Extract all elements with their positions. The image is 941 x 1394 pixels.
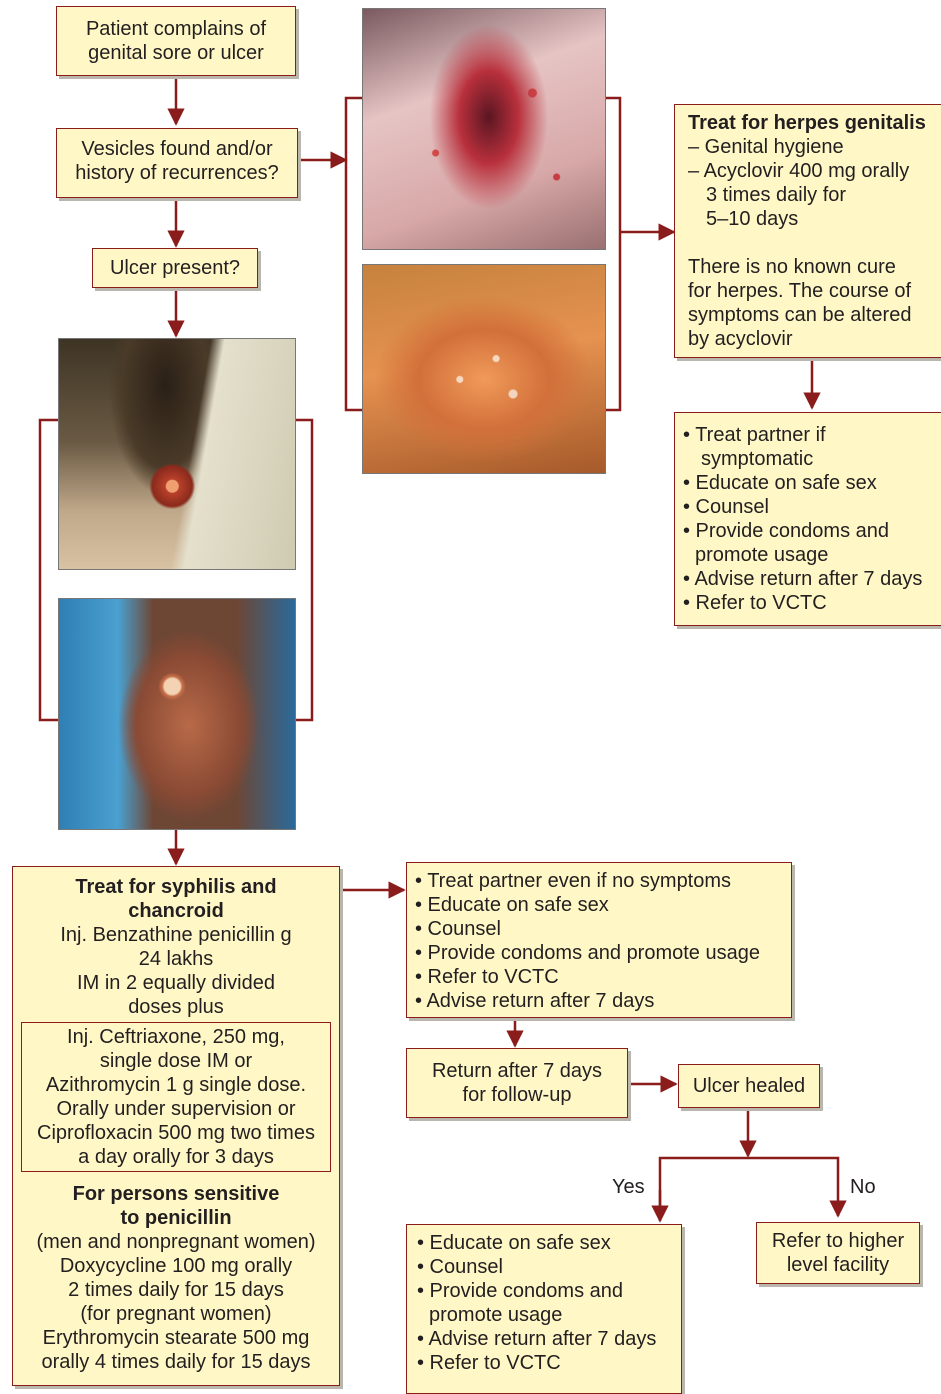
syphilis-title-1: Treat for syphilis and [13,875,339,899]
syphilis-rx1-3: IM in 2 equally divided [13,971,339,995]
start-box: Patient complains of genital sore or ulc… [56,6,296,76]
no-label: No [850,1176,876,1199]
vesicles-line-1: Vesicles found and/or [57,137,297,161]
syphilis-rx2-3: Azithromycin 1 g single dose. [26,1073,326,1097]
herpes-title: Treat for herpes genitalis [688,111,939,135]
return-line-1: Return after 7 days [407,1059,627,1083]
healed-followup-item-4: promote usage [417,1303,677,1327]
syphilis-rx2-6: a day orally for 3 days [26,1145,326,1169]
syphilis-rx2-4: Orally under supervision or [26,1097,326,1121]
herpes-followup-item-8: • Refer to VCTC [683,591,941,615]
vesicles-line-2: history of recurrences? [57,161,297,185]
herpes-followup-item-5: • Provide condoms and [683,519,941,543]
herpes-note-1: There is no known cure [688,255,939,279]
herpes-followup-item-6: promote usage [683,543,941,567]
syphilis-rx2-1: Inj. Ceftriaxone, 250 mg, [26,1025,326,1049]
herpes-cont-1: 3 times daily for [688,183,939,207]
yes-label: Yes [612,1176,645,1199]
herpes-note-3: symptoms can be altered [688,303,939,327]
ulcer-photo-1 [58,338,296,570]
ulcer-photo-2 [58,598,296,830]
herpes-note-4: by acyclovir [688,327,939,351]
return-box: Return after 7 days for follow-up [406,1048,628,1118]
return-line-2: for follow-up [407,1083,627,1107]
allergy-line-4: (for pregnant women) [13,1302,339,1326]
allergy-line-6: orally 4 times daily for 15 days [13,1350,339,1374]
herpes-followup-box: • Treat partner if symptomatic • Educate… [674,412,941,626]
ulcer-question-text: Ulcer present? [110,257,240,279]
vesicles-question-box: Vesicles found and/or history of recurre… [56,128,298,198]
allergy-line-2: Doxycycline 100 mg orally [13,1254,339,1278]
ulcer-photo-bracket-right [294,420,312,720]
syphilis-followup-item-1: • Treat partner even if no symptoms [415,869,787,893]
syphilis-followup-item-6: • Advise return after 7 days [415,989,787,1013]
yes-no-branch [660,1158,838,1220]
herpes-photo-bracket-right [604,98,620,410]
healed-followup-item-5: • Advise return after 7 days [417,1327,677,1351]
healed-followup-item-6: • Refer to VCTC [417,1351,677,1375]
herpes-followup-item-7: • Advise return after 7 days [683,567,941,591]
allergy-line-1: (men and nonpregnant women) [13,1230,339,1254]
herpes-note-2: for herpes. The course of [688,279,939,303]
refer-box: Refer to higher level facility [756,1222,920,1284]
ulcer-question-box: Ulcer present? [92,248,258,288]
start-line-2: genital sore or ulcer [57,41,295,65]
healed-followup-item-3: • Provide condoms and [417,1279,677,1303]
herpes-followup-item-1: • Treat partner if [683,423,941,447]
herpes-spacer [688,231,939,255]
ulcer-healed-text: Ulcer healed [693,1075,805,1097]
healed-followup-item-2: • Counsel [417,1255,677,1279]
syphilis-rx1-1: Inj. Benzathine penicillin g [13,923,339,947]
syphilis-rx1-2: 24 lakhs [13,947,339,971]
syphilis-rx2-5: Ciprofloxacin 500 mg two times [26,1121,326,1145]
allergy-line-5: Erythromycin stearate 500 mg [13,1326,339,1350]
herpes-cont-2: 5–10 days [688,207,939,231]
herpes-treatment-box: Treat for herpes genitalis – Genital hyg… [674,104,941,358]
syphilis-followup-item-5: • Refer to VCTC [415,965,787,989]
syphilis-followup-box: • Treat partner even if no symptoms • Ed… [406,862,792,1018]
herpes-vesicles-photo-1 [362,8,606,250]
herpes-followup-item-2: symptomatic [683,447,941,471]
refer-line-2: level facility [757,1253,919,1277]
syphilis-treatment-box: Treat for syphilis and chancroid Inj. Be… [12,866,340,1386]
ulcer-healed-box: Ulcer healed [678,1064,820,1108]
alternative-regimen-box: Inj. Ceftriaxone, 250 mg, single dose IM… [21,1022,331,1172]
syphilis-followup-item-2: • Educate on safe sex [415,893,787,917]
syphilis-followup-item-3: • Counsel [415,917,787,941]
allergy-line-3: 2 times daily for 15 days [13,1278,339,1302]
ulcer-photo-bracket-left [40,420,58,720]
allergy-title-1: For persons sensitive [13,1182,339,1206]
syphilis-rx1-4: doses plus [13,995,339,1019]
herpes-followup-item-3: • Educate on safe sex [683,471,941,495]
healed-followup-box: • Educate on safe sex • Counsel • Provid… [406,1224,682,1394]
syphilis-followup-item-4: • Provide condoms and promote usage [415,941,787,965]
herpes-item-1: – Genital hygiene [688,135,939,159]
syphilis-title-2: chancroid [13,899,339,923]
allergy-title-2: to penicillin [13,1206,339,1230]
refer-line-1: Refer to higher [757,1229,919,1253]
healed-followup-item-1: • Educate on safe sex [417,1231,677,1255]
herpes-vesicles-photo-2 [362,264,606,474]
herpes-item-2: – Acyclovir 400 mg orally [688,159,939,183]
syphilis-rx2-2: single dose IM or [26,1049,326,1073]
herpes-photo-bracket-left [346,98,362,410]
start-line-1: Patient complains of [57,17,295,41]
herpes-followup-item-4: • Counsel [683,495,941,519]
